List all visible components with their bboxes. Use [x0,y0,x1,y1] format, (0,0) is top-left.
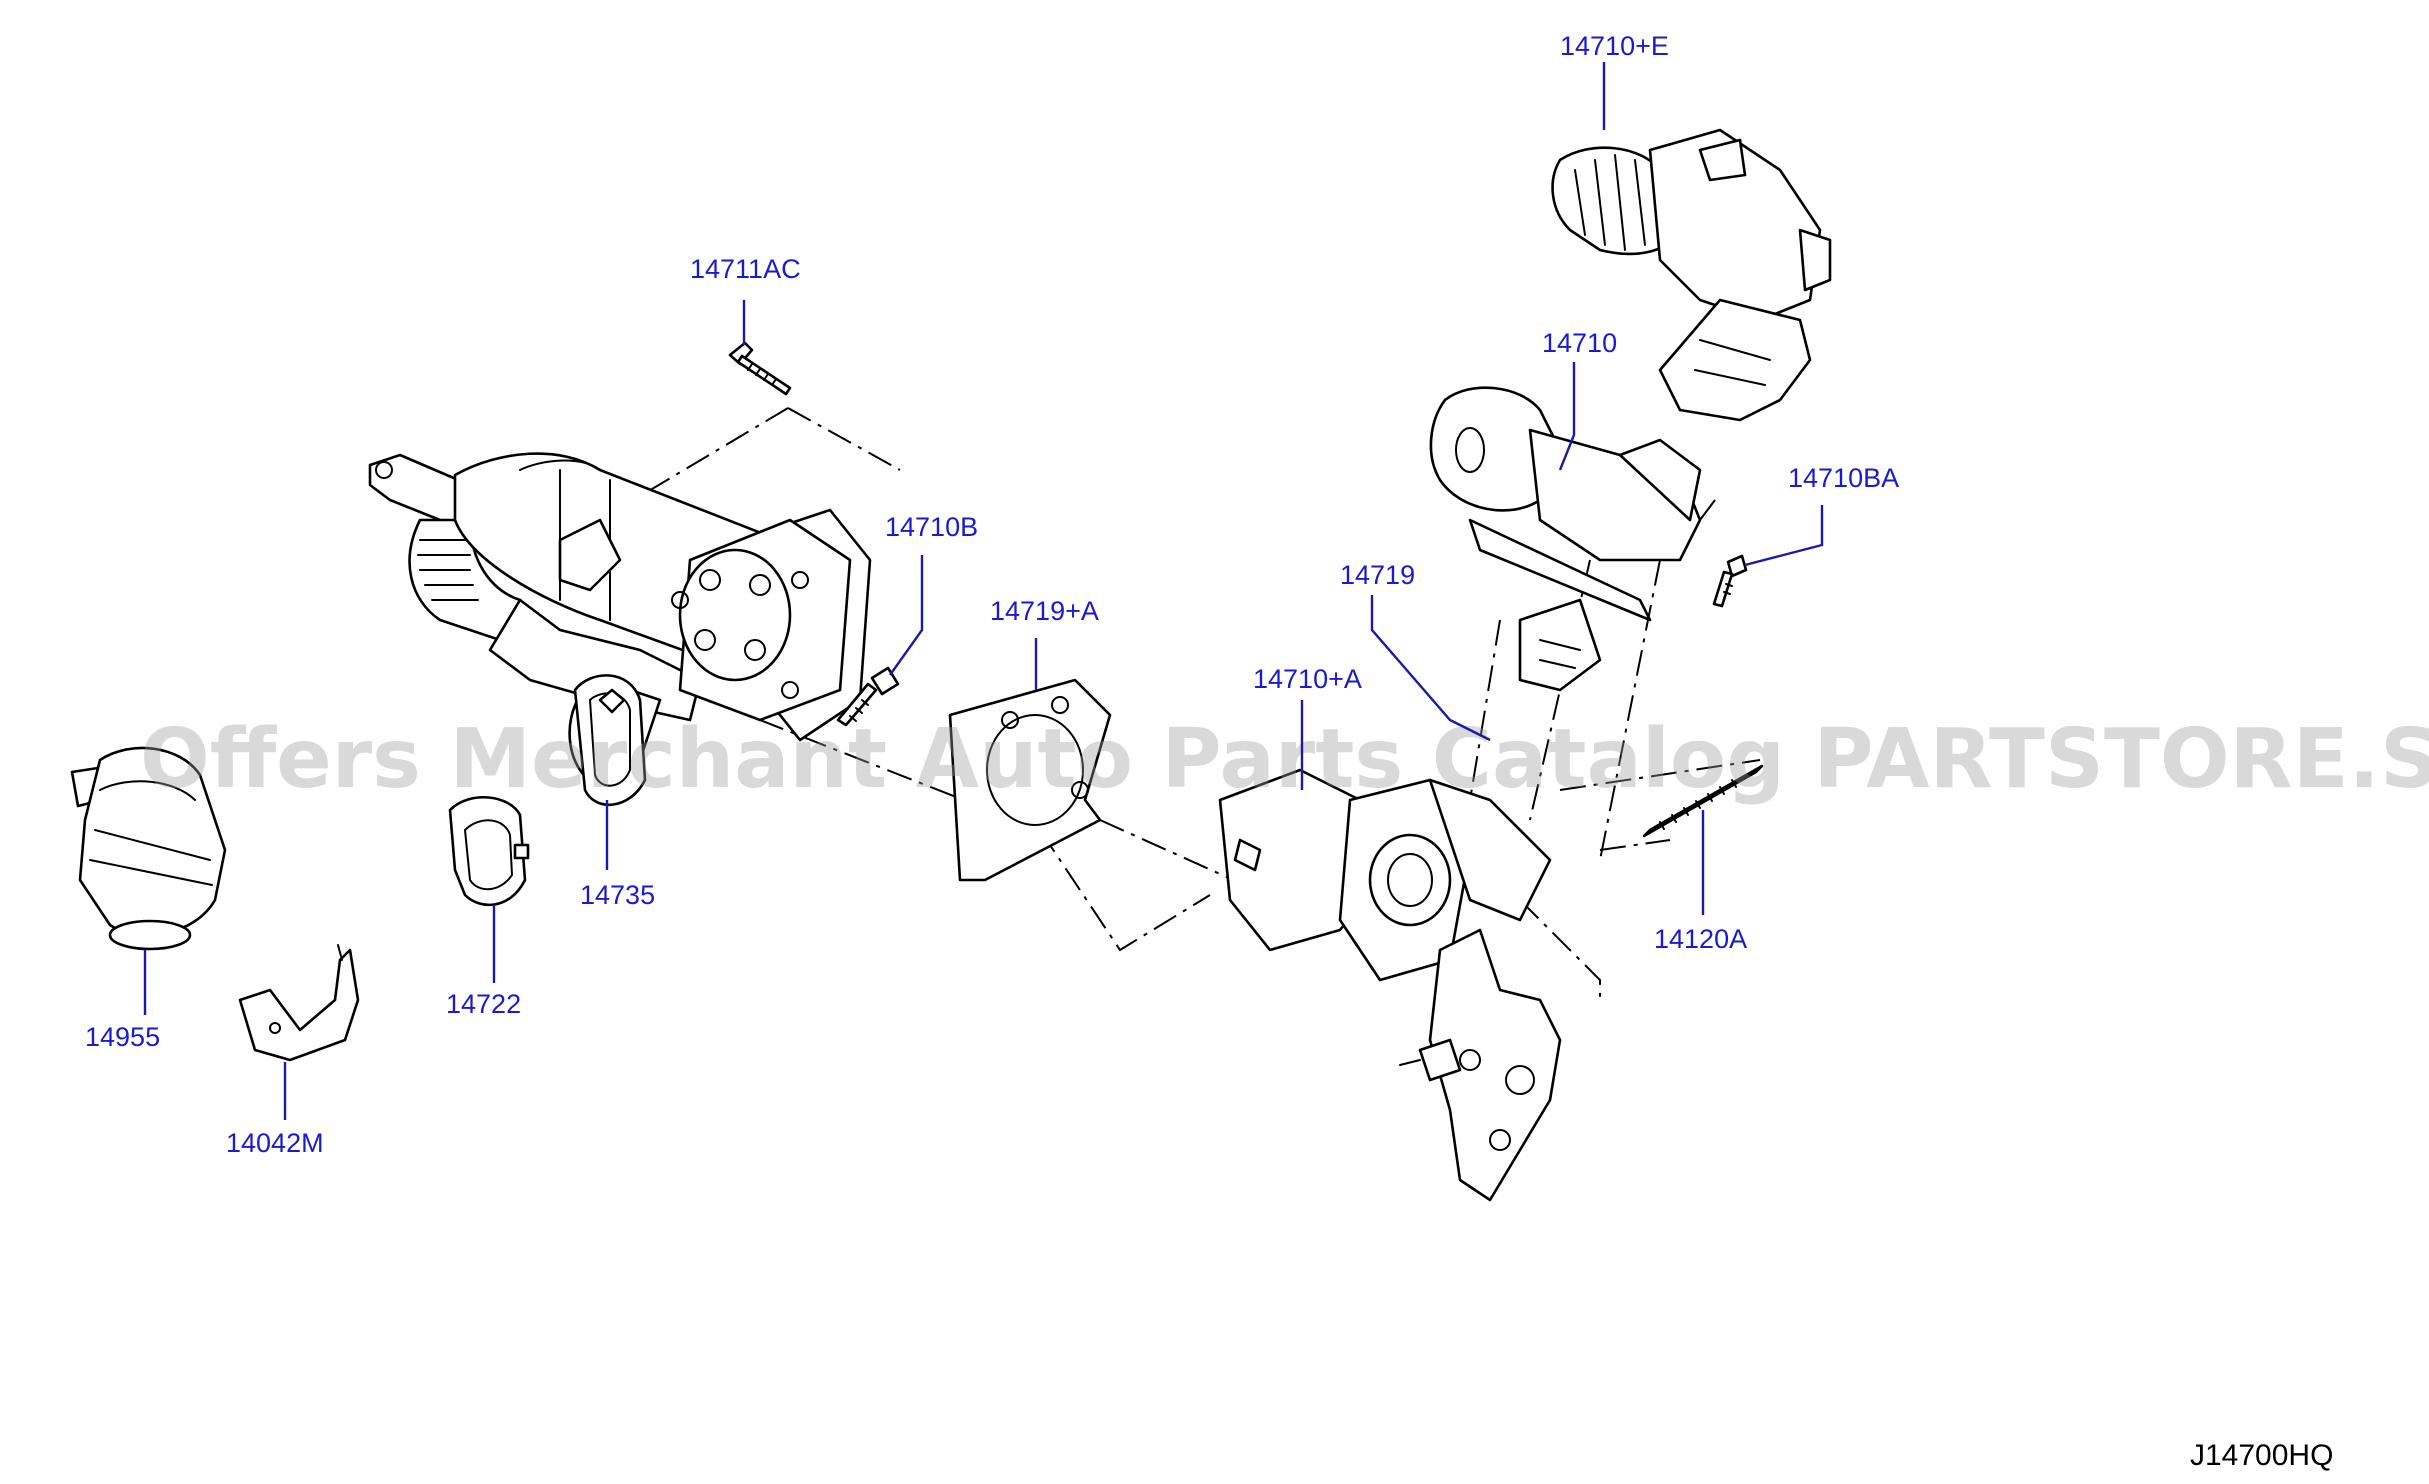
callout-14710e-label[interactable]: 14710+E [1560,31,1669,61]
callout-14710ba-label[interactable]: 14710BA [1788,463,1899,493]
callout-14710-label[interactable]: 14710 [1542,328,1617,358]
callout-14120a-label[interactable]: 14120A [1654,924,1747,954]
solenoid-14955-part [70,746,227,951]
callout-14955-label[interactable]: 14955 [85,1022,160,1052]
egr-valve-14710-part [1429,386,1702,692]
callout-14042m-label[interactable]: 14042M [226,1128,324,1158]
watermark-text: Offers Merchant Auto Parts Catalog PARTS… [140,712,2429,807]
callout-14719a-label[interactable]: 14719+A [990,596,1099,626]
callout-14710a-label[interactable]: 14710+A [1253,664,1362,694]
callout-labels: 14710+E 14711AC 14710 14710BA 14710B 147… [85,31,1899,1158]
callout-14710b-label[interactable]: 14710B [885,512,978,542]
callout-14722-label[interactable]: 14722 [446,989,521,1019]
callout-14711ac-label[interactable]: 14711AC [690,254,801,284]
bracket-14042m-part [238,944,360,1062]
diagram-code: J14700HQ [2190,1439,2333,1472]
bolt-14710ba-part [1712,554,1748,608]
stud-14120a-part [1642,764,1764,838]
egr-bracket-part [1399,928,1562,1202]
gasket-14722-part [448,796,530,907]
clamp-14735-part [573,674,647,806]
bolt-14711ac-part [728,341,792,396]
callout-leaders [143,62,1824,1120]
callout-14735-label[interactable]: 14735 [580,880,655,910]
gasket-14719a-part [948,678,1112,882]
callout-14719-label[interactable]: 14719 [1340,560,1415,590]
egr-actuator-14710e-part [1551,128,1832,422]
